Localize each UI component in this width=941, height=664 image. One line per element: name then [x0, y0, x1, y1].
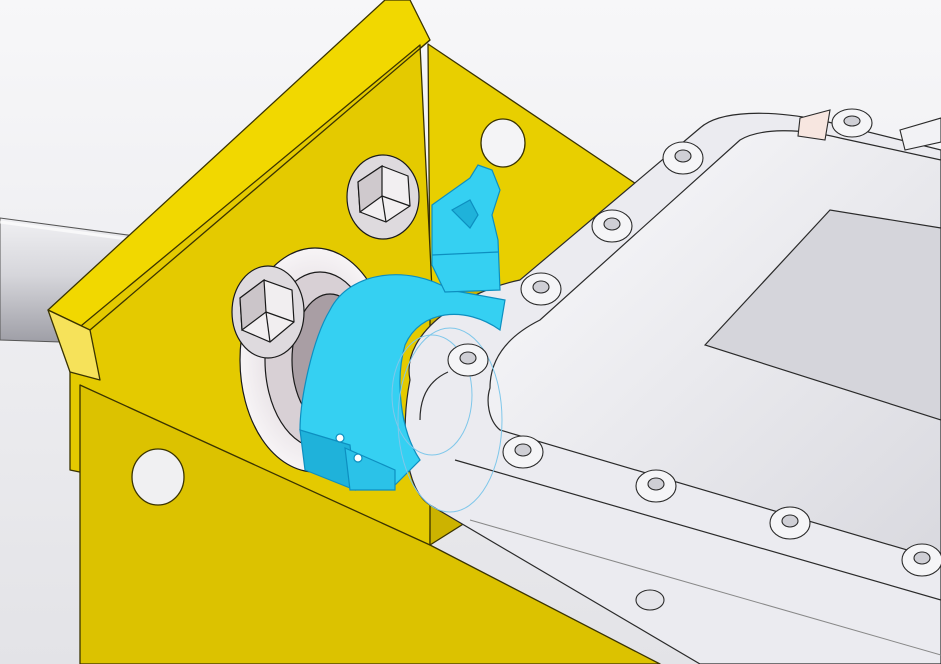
clamp-ring[interactable]: [299, 274, 506, 513]
hex-bolt[interactable]: [346, 154, 420, 240]
socket-head-screw[interactable]: [901, 543, 941, 577]
socket-head-screws: [447, 108, 941, 611]
socket-head-screw[interactable]: [447, 343, 489, 377]
hex-bolt[interactable]: [231, 265, 305, 359]
clamp-latch[interactable]: [431, 164, 501, 293]
socket-head-screw[interactable]: [635, 469, 677, 503]
socket-head-screw[interactable]: [831, 108, 873, 138]
enclosure-mount-tab: [797, 109, 941, 151]
socket-head-screw[interactable]: [591, 209, 633, 243]
socket-head-screw[interactable]: [520, 272, 562, 306]
socket-head-screw[interactable]: [635, 589, 665, 611]
socket-head-screw[interactable]: [502, 435, 544, 469]
bracket-hole-lower: [131, 448, 185, 506]
socket-head-screw[interactable]: [662, 141, 704, 175]
bracket-hole-upper: [480, 118, 526, 168]
socket-head-screw[interactable]: [769, 506, 811, 540]
